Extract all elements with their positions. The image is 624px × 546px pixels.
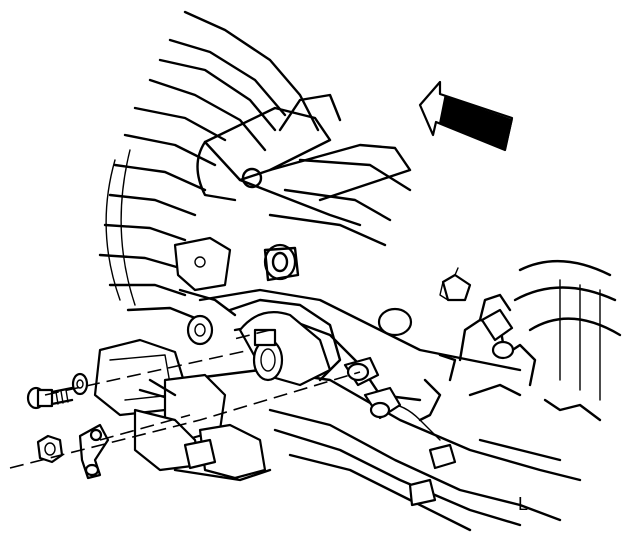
switch-assembly — [93, 338, 272, 482]
left-mount-block — [173, 236, 237, 317]
lever-bracket — [78, 423, 110, 480]
retaining-clip — [439, 267, 472, 302]
wiring-harness — [363, 386, 457, 507]
selector-shaft — [228, 298, 380, 387]
corner-label: L — [518, 494, 528, 514]
mounting-bolt — [26, 386, 74, 410]
assembly-axis-lines — [9, 329, 361, 469]
bell-housing — [98, 10, 412, 320]
exploded-hardware — [26, 372, 110, 480]
case-fittings — [186, 243, 515, 360]
transmission-case — [178, 260, 622, 532]
washer — [71, 372, 89, 396]
hex-nut — [36, 434, 64, 464]
direction-arrow — [418, 80, 514, 152]
